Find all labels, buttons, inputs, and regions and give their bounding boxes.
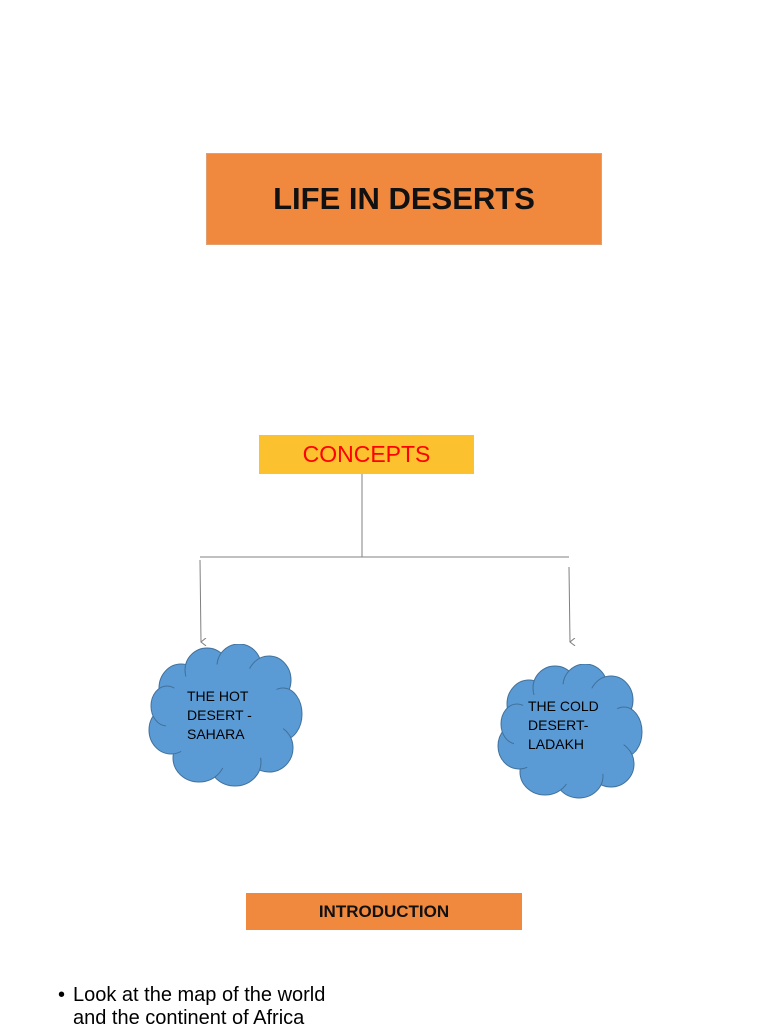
concepts-node: CONCEPTS — [259, 435, 474, 474]
page-title: LIFE IN DESERTS — [273, 181, 535, 216]
cold-desert-line-3: LADAKH — [528, 736, 585, 752]
hot-desert-line-3: SAHARA — [187, 726, 245, 742]
cold-desert-line-2: DESERT- — [528, 717, 589, 733]
title-banner: LIFE IN DESERTS — [206, 153, 602, 245]
bullet-line-2: and the continent of Africa — [73, 1007, 305, 1029]
introduction-heading: INTRODUCTION — [318, 901, 450, 921]
bullet-list: • Look at the map of the world and the c… — [58, 984, 325, 1030]
cloud-shape — [497, 664, 643, 799]
hot-desert-label: THE HOT DESERT - SAHARA — [187, 687, 252, 744]
arrow-to-cold-desert — [568, 566, 570, 642]
concepts-label: CONCEPTS — [302, 441, 431, 467]
introduction-banner: INTRODUCTION — [246, 893, 522, 930]
cloud-shape — [148, 644, 303, 787]
bullet-text: Look at the map of the world and the con… — [73, 984, 325, 1030]
hot-desert-line-2: DESERT - — [187, 707, 252, 723]
list-item: • Look at the map of the world and the c… — [58, 984, 325, 1030]
arrow-to-hot-desert — [199, 559, 201, 642]
cold-desert-cloud: THE COLD DESERT- LADAKH — [497, 664, 643, 802]
hot-desert-line-1: THE HOT — [187, 688, 249, 704]
cold-desert-line-1: THE COLD — [528, 698, 599, 714]
cold-desert-label: THE COLD DESERT- LADAKH — [528, 697, 599, 754]
bullet-mark: • — [58, 984, 66, 1006]
bullet-line-1: Look at the map of the world — [73, 984, 326, 1006]
hot-desert-cloud: THE HOT DESERT - SAHARA — [147, 644, 303, 789]
